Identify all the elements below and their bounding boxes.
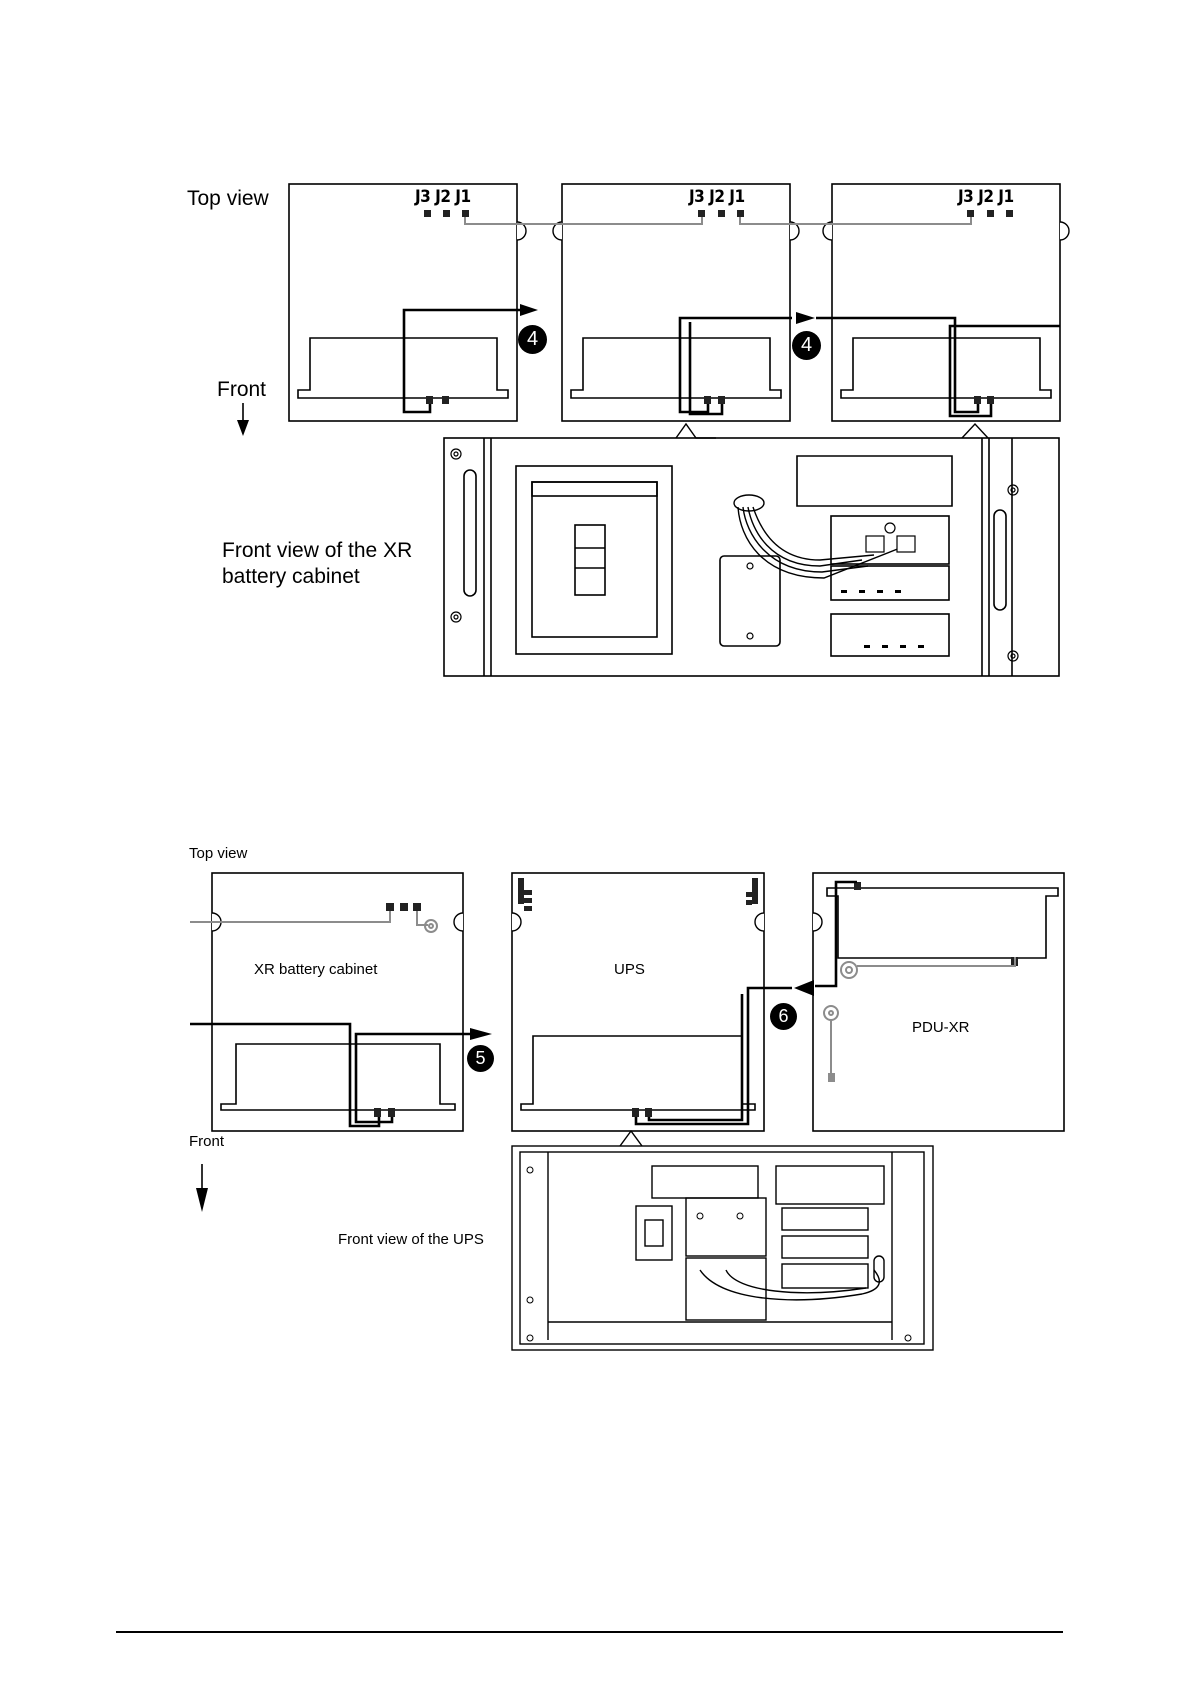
jack-labels-cabinet-2: J3 J2 J1 [689,187,745,207]
step-badge-6: 6 [770,1003,797,1030]
diagram-1-front-view-label-line1: Front view of the XR [222,540,412,561]
handle-left [464,470,476,596]
handle-right [994,510,1006,610]
callout-right [962,424,988,438]
power-cable-1 [404,310,530,412]
notch-3r [1060,222,1069,240]
breaker-outer [516,466,672,654]
diagram-2-front-view-label: Front view of the UPS [338,1232,484,1247]
jack-2-j1 [737,210,744,217]
diagram-2-top-view-label: Top view [189,846,247,861]
module-4 [831,614,949,656]
diagram-2-front-label: Front [189,1134,224,1149]
drawer-outline-3 [841,338,1051,398]
front-conn-1b [442,396,449,404]
arrow-head-1 [520,304,538,316]
ups-label: UPS [614,962,645,977]
jack-3-j2 [987,210,994,217]
footer-rule [116,1631,1063,1633]
jack-labels-cabinet-3: J3 J2 J1 [958,187,1014,207]
jack-3-j3 [967,210,974,217]
step-badge-4b: 4 [792,331,821,360]
jack-1-j1 [462,210,469,217]
jack-labels-cabinet-1: J3 J2 J1 [415,187,471,207]
diagram-1-front-view-label-line2: battery cabinet [222,566,360,587]
breaker-inner [532,482,657,637]
step-badge-4a: 4 [518,325,547,354]
top-view-box-pdu [813,873,1064,1131]
jack-2-j3 [698,210,705,217]
front-conn-2b [718,396,725,404]
jack-1-j2 [443,210,450,217]
top-view-box-ups [512,873,764,1131]
drawer-outline-2 [571,338,781,398]
xr-battery-cabinet-label: XR battery cabinet [254,962,377,977]
pdu-xr-label: PDU-XR [912,1020,970,1035]
diagram-1-front-label: Front [217,379,266,400]
power-cable-3b [950,326,1060,416]
front-conn-2a [704,396,711,404]
breaker-switch [575,525,605,595]
module-top [797,456,952,506]
front-conn-3b [987,396,994,404]
arrow-head-2 [796,312,815,324]
jack-2-j2 [718,210,725,217]
top-view-box-xr [212,873,463,1131]
diagram-1-top-view-label: Top view [187,188,269,209]
top-view-box-3 [832,184,1060,421]
top-view-box-2 [562,184,790,421]
front-conn-1a [426,396,433,404]
step-badge-5: 5 [467,1045,494,1072]
front-conn-3a [974,396,981,404]
callout-left [676,424,716,438]
jack-3-j1 [1006,210,1013,217]
gray-cable-2 [740,217,971,224]
jack-1-j3 [424,210,431,217]
xr-front-panel [444,438,1059,676]
gray-cable-1 [465,217,702,224]
module-3 [831,566,949,600]
